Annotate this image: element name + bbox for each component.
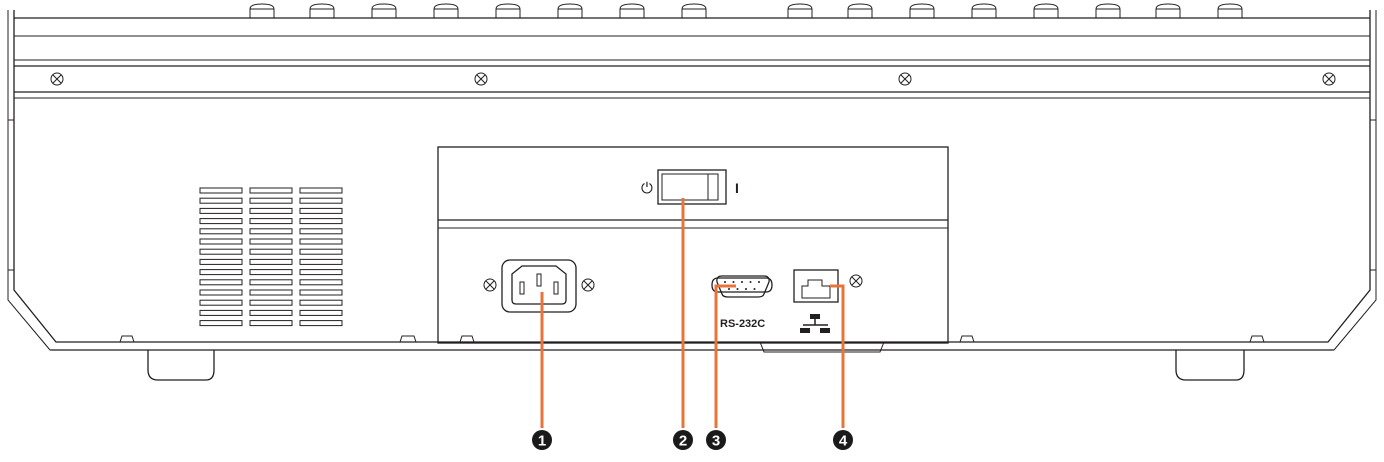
vent-slot bbox=[199, 309, 243, 316]
vent-slot bbox=[249, 207, 293, 214]
pin bbox=[749, 281, 752, 283]
vent-slot bbox=[199, 218, 243, 225]
vent-slot bbox=[249, 320, 293, 327]
vent-slot bbox=[299, 197, 343, 204]
knob bbox=[1155, 3, 1181, 18]
vent-slot bbox=[299, 218, 343, 225]
vent-slot bbox=[299, 289, 343, 296]
vent-slot bbox=[199, 320, 243, 327]
vent-slot bbox=[249, 187, 293, 194]
knob bbox=[681, 3, 707, 18]
power-on-symbol: I bbox=[735, 180, 739, 196]
vent-slot bbox=[299, 228, 343, 235]
top-knobs bbox=[249, 3, 1243, 18]
knob bbox=[371, 3, 397, 18]
pin bbox=[745, 288, 747, 290]
vent-slot bbox=[199, 197, 243, 204]
vent-slot bbox=[299, 269, 343, 276]
callout-badges: 1 2 3 4 bbox=[532, 430, 853, 450]
callout-badge-4: 4 bbox=[833, 430, 853, 450]
rs-232c-label: RS-232C bbox=[720, 318, 765, 330]
callout-number: 4 bbox=[839, 433, 848, 450]
vent-slot bbox=[199, 187, 243, 194]
knob bbox=[1217, 3, 1243, 18]
screw bbox=[898, 72, 912, 86]
callout-lines bbox=[540, 198, 845, 428]
screw bbox=[1322, 72, 1336, 86]
pin bbox=[732, 281, 735, 283]
knob bbox=[495, 3, 521, 18]
pin bbox=[741, 281, 743, 283]
knob bbox=[847, 3, 873, 18]
vent-slot bbox=[249, 197, 293, 204]
vent-slot bbox=[299, 187, 343, 194]
vent-slot bbox=[199, 289, 243, 296]
vent-slot bbox=[249, 238, 293, 245]
vent-slot bbox=[199, 228, 243, 235]
knob bbox=[557, 3, 583, 18]
vent-slot bbox=[249, 309, 293, 316]
vent-slot bbox=[299, 258, 343, 265]
vent-slot bbox=[199, 238, 243, 245]
vent-slot bbox=[299, 248, 343, 255]
vent-slot bbox=[299, 279, 343, 286]
vent-slot bbox=[299, 238, 343, 245]
vent-slot bbox=[199, 269, 243, 276]
vent-slot bbox=[199, 258, 243, 265]
pin bbox=[724, 281, 726, 283]
vent-slot bbox=[249, 289, 293, 296]
pin bbox=[758, 281, 760, 283]
vent-slot bbox=[299, 207, 343, 214]
knob bbox=[433, 3, 459, 18]
vent-slot bbox=[249, 248, 293, 255]
pin bbox=[736, 288, 739, 290]
screw bbox=[474, 72, 488, 86]
vent-slot bbox=[299, 320, 343, 327]
vent-slot bbox=[249, 299, 293, 306]
pin bbox=[753, 288, 756, 290]
callout-badge-3: 3 bbox=[706, 430, 726, 450]
center-panel bbox=[437, 146, 949, 344]
vent-slot bbox=[249, 269, 293, 276]
rail-screws bbox=[50, 72, 1336, 86]
pin bbox=[728, 288, 730, 290]
vent-slot bbox=[199, 248, 243, 255]
vent-grille bbox=[199, 187, 343, 327]
callout-number: 3 bbox=[712, 433, 720, 450]
callout-badge-1: 1 bbox=[532, 430, 552, 450]
knob bbox=[909, 3, 935, 18]
screw bbox=[50, 72, 64, 86]
vent-slot bbox=[249, 228, 293, 235]
vent-slot bbox=[299, 309, 343, 316]
vent-slot bbox=[249, 218, 293, 225]
ac-inlet-screws bbox=[483, 278, 595, 292]
chassis bbox=[7, 10, 1377, 381]
knob bbox=[971, 3, 997, 18]
vent-slot bbox=[199, 299, 243, 306]
callout-number: 2 bbox=[679, 433, 687, 450]
knob bbox=[1033, 3, 1059, 18]
power-off-symbol: ⏻ bbox=[641, 179, 653, 197]
vent-slot bbox=[299, 299, 343, 306]
knob bbox=[619, 3, 645, 18]
vent-slot bbox=[249, 258, 293, 265]
callout-number: 1 bbox=[538, 433, 546, 450]
power-switch[interactable] bbox=[657, 169, 727, 205]
knob bbox=[249, 3, 275, 18]
network-icon bbox=[800, 314, 830, 333]
vent-slot bbox=[199, 207, 243, 214]
vent-slot bbox=[249, 279, 293, 286]
knob bbox=[787, 3, 813, 18]
network-port-screw bbox=[849, 274, 863, 288]
knob bbox=[309, 3, 335, 18]
callout-badge-2: 2 bbox=[673, 430, 693, 450]
vent-slot bbox=[199, 279, 243, 286]
ac-inlet[interactable] bbox=[501, 259, 577, 313]
knob bbox=[1095, 3, 1121, 18]
